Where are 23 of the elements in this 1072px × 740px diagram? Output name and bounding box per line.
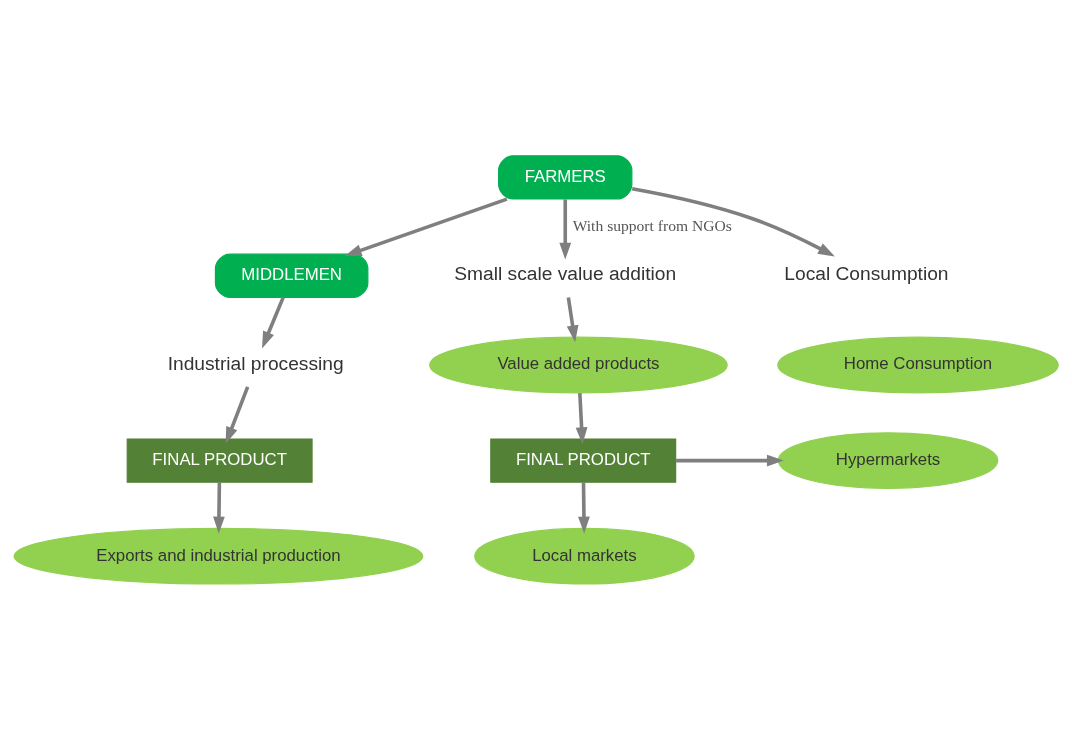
arrow xyxy=(578,482,590,534)
node-text: Small scale value addition xyxy=(454,263,677,285)
node-box: FINAL PRODUCT xyxy=(490,438,677,483)
node-ellipse: Hypermarkets xyxy=(777,432,999,489)
node-ellipse: Exports and industrial production xyxy=(13,527,424,585)
arrow xyxy=(566,297,579,343)
arrow xyxy=(262,296,285,349)
arrow xyxy=(344,197,508,256)
node-box: FARMERS xyxy=(498,155,633,200)
arrow xyxy=(559,199,572,260)
arrow xyxy=(631,186,835,257)
node-text: Industrial processing xyxy=(167,352,344,374)
node-box: MIDDLEMEN xyxy=(214,253,369,298)
node-text: Local Consumption xyxy=(784,263,949,285)
node-ellipse: Home Consumption xyxy=(777,336,1059,394)
arrow xyxy=(213,482,225,534)
node-box: FINAL PRODUCT xyxy=(126,438,313,483)
node-ellipse: Local markets xyxy=(474,527,695,585)
arrow xyxy=(225,386,250,444)
arrow xyxy=(575,393,588,445)
node-ellipse: Value added products xyxy=(429,336,728,394)
edge-label: With support from NGOs xyxy=(572,216,732,234)
arrow xyxy=(676,454,784,467)
